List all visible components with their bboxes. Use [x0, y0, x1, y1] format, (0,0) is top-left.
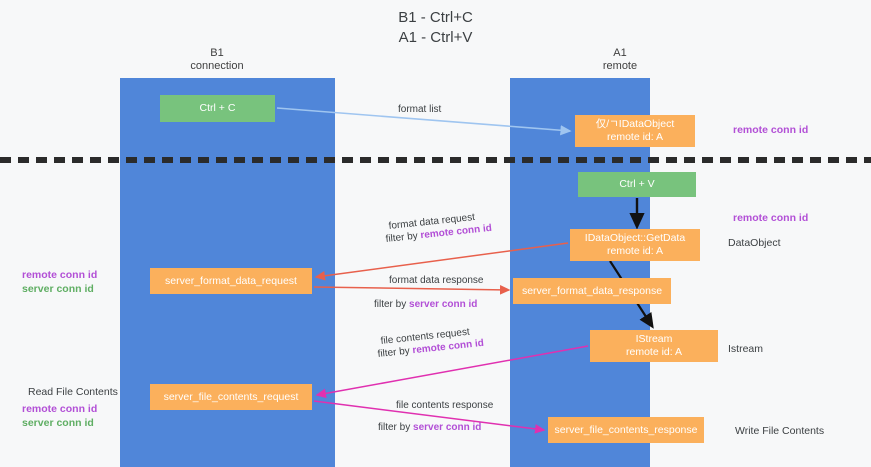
node-idataobject-remote[interactable]: 仅/ㄱIDataObject remote id: A — [575, 115, 695, 147]
annotation-read-file-contents: Read File Contents — [28, 386, 118, 398]
node-idataobject-getdata-id: remote id: A — [606, 245, 664, 257]
node-server-file-contents-response[interactable]: server_file_contents_response — [548, 417, 704, 443]
node-server-format-data-request-label: server_format_data_request — [165, 274, 297, 287]
annotation-remote-conn-id-left: remote conn id — [22, 269, 98, 281]
node-ctrl-c-label: Ctrl + C — [199, 102, 236, 114]
filter-prefix: filter by — [378, 422, 414, 433]
annotation-conn-ids-top: remote conn id server conn id — [22, 268, 97, 296]
node-ctrl-v[interactable]: Ctrl + V — [578, 172, 696, 197]
title-line-2: A1 - Ctrl+V — [398, 29, 473, 46]
node-server-file-contents-request[interactable]: server_file_contents_request — [150, 384, 312, 410]
node-idataobject-getdata-title: IDataObject::GetData — [584, 232, 686, 244]
annotation-server-conn-id-left: server conn id — [22, 283, 94, 295]
swimlane-header-b1-name: B1 — [210, 47, 224, 59]
annotation-istream: Istream — [728, 343, 764, 355]
filter-key-server-conn-id: server conn id — [409, 299, 478, 310]
filter-prefix: filter by — [374, 299, 410, 310]
node-server-file-contents-request-label: server_file_contents_request — [163, 390, 299, 403]
node-istream[interactable]: IStream remote id: A — [590, 330, 718, 362]
node-idataobject-getdata[interactable]: IDataObject::GetData remote id: A — [570, 229, 700, 261]
edge-label-file-contents-response-filter: filter by server conn id — [378, 421, 481, 434]
annotation-dataobject: DataObject — [728, 237, 781, 249]
node-idataobject-remote-id: remote id: A — [606, 131, 664, 143]
node-ctrl-v-label: Ctrl + V — [619, 178, 655, 190]
edge-format-data-response — [313, 285, 511, 295]
node-server-format-data-response-label: server_format_data_response — [521, 284, 663, 297]
edge-label-format-data-response: format data response — [389, 275, 484, 286]
edge-format-data-request — [314, 242, 569, 281]
filter-prefix: filter by — [377, 345, 414, 360]
annotation-server-conn-id-left-2: server conn id — [22, 417, 94, 429]
edge-file-contents-response — [313, 400, 546, 434]
filter-prefix: filter by — [385, 230, 422, 245]
node-idataobject-remote-title: 仅/ㄱIDataObject — [595, 118, 675, 130]
page-title: B1 - Ctrl+C A1 - Ctrl+V — [0, 8, 871, 48]
swimlane-header-a1-role: remote — [602, 60, 638, 72]
filter-key-server-conn-id: server conn id — [413, 422, 482, 433]
edge-label-format-data-response-filter: filter by server conn id — [374, 298, 477, 311]
swimlane-header-a1-name: A1 — [613, 47, 627, 59]
node-server-format-data-request[interactable]: server_format_data_request — [150, 268, 312, 294]
node-istream-id: remote id: A — [625, 346, 683, 358]
annotation-remote-conn-id-top: remote conn id — [733, 124, 809, 136]
annotation-remote-conn-id-left-2: remote conn id — [22, 403, 98, 415]
edge-label-format-list: format list — [398, 104, 442, 115]
node-server-file-contents-response-label: server_file_contents_response — [554, 423, 698, 436]
annotation-write-file-contents: Write File Contents — [735, 425, 825, 437]
edge-format-list — [276, 107, 572, 136]
edge-label-file-contents-response: file contents response — [396, 400, 494, 411]
annotation-conn-ids-bottom: remote conn id server conn id — [22, 402, 97, 430]
swimlane-header-b1-role: connection — [190, 60, 244, 72]
node-istream-title: IStream — [635, 333, 673, 345]
swimlane-header-b1: B1 connection — [157, 47, 277, 73]
edge-file-contents-request — [315, 345, 589, 399]
swimlane-header-a1: A1 remote — [560, 47, 680, 73]
annotation-remote-conn-id-mid: remote conn id — [733, 212, 809, 224]
node-server-format-data-response[interactable]: server_format_data_response — [513, 278, 671, 304]
node-ctrl-c[interactable]: Ctrl + C — [160, 95, 275, 122]
title-line-1: B1 - Ctrl+C — [398, 9, 473, 26]
